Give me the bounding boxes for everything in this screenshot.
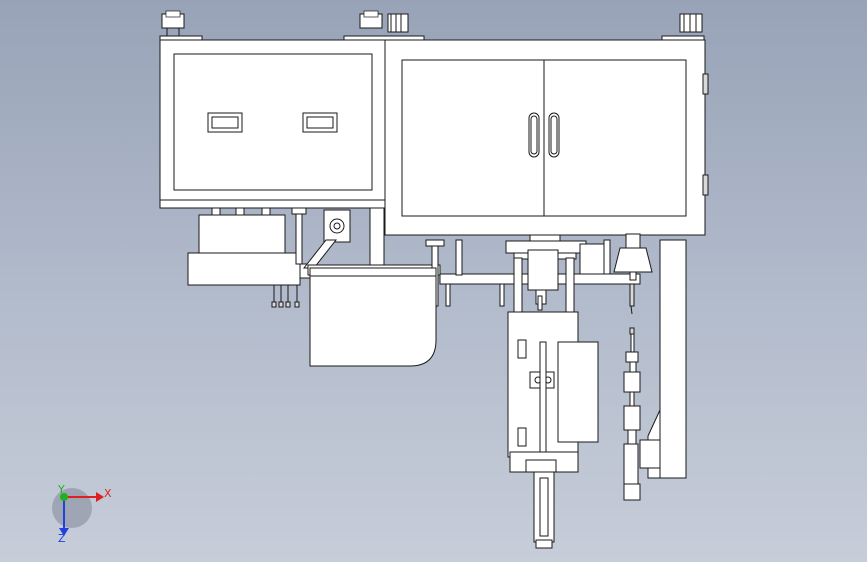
- z-axis-label: Z: [58, 532, 66, 545]
- top-caster-mid: [343, 10, 425, 43]
- y-axis-label: Y: [57, 483, 65, 496]
- x-axis-label: X: [104, 487, 112, 500]
- bowl-feeder: [187, 207, 313, 308]
- motor-unit: [302, 209, 351, 269]
- press-cylinder-box: [557, 341, 599, 443]
- door-handle-left: [528, 112, 540, 158]
- right-cylinder: [623, 327, 641, 501]
- door-handle-right: [548, 112, 560, 158]
- right-cabinet: [384, 39, 709, 236]
- coordinate-triad: X Y Z: [52, 483, 112, 545]
- left-cabinet: [159, 39, 386, 209]
- cabinet-handle-left: [207, 112, 243, 133]
- side-plate: [639, 239, 687, 479]
- feeder-post: [291, 207, 307, 265]
- gripper-unit: [579, 233, 653, 281]
- support-column: [369, 207, 385, 269]
- cabinet-handle-right: [302, 112, 338, 133]
- collection-hopper: [309, 267, 437, 367]
- y-axis-point: [60, 493, 68, 501]
- top-caster-right: [661, 13, 705, 43]
- press-rod: [533, 471, 555, 549]
- press-base: [509, 451, 579, 473]
- top-caster-left: [159, 10, 203, 43]
